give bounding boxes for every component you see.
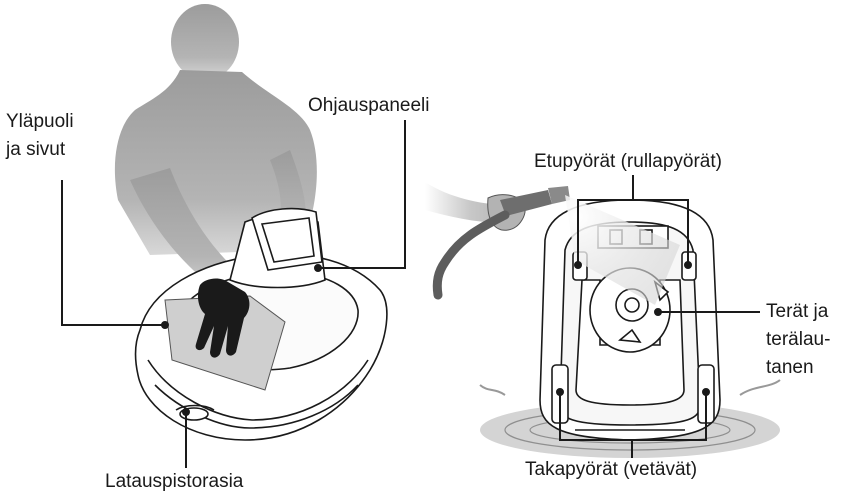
label-control-panel: Ohjauspaneeli bbox=[308, 94, 429, 118]
label-blades-line1: Terät ja bbox=[766, 300, 828, 324]
label-blades-line3: tanen bbox=[766, 356, 814, 380]
label-charging-socket: Latauspistorasia bbox=[105, 470, 243, 494]
label-blades-line2: terälau- bbox=[766, 328, 830, 352]
label-top-sides-line1: Yläpuoli bbox=[6, 110, 74, 134]
label-top-sides-line2: ja sivut bbox=[6, 138, 65, 162]
label-front-wheels: Etupyörät (rullapyörät) bbox=[534, 150, 722, 174]
label-rear-wheels: Takapyörät (vetävät) bbox=[525, 458, 697, 482]
